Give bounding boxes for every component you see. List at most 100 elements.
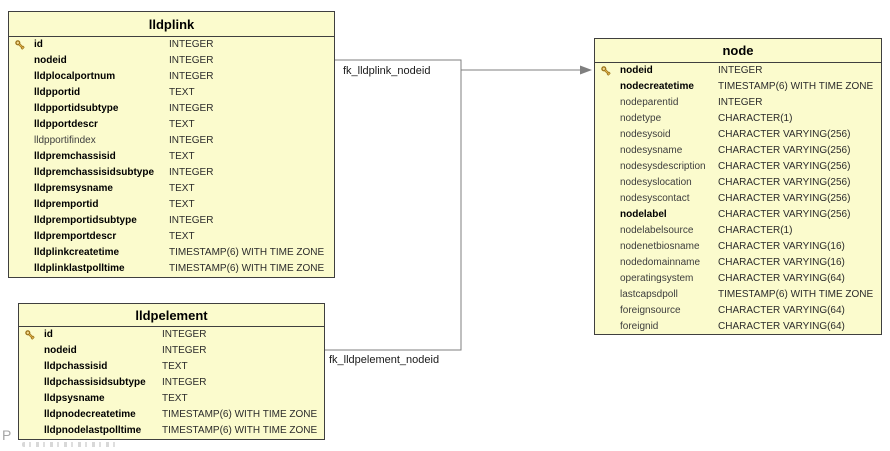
key-icon-spacer [600, 129, 614, 142]
column-name: lldpchassisidsubtype [44, 377, 146, 388]
column-row-operatingsystem: operatingsystem CHARACTER VARYING(64) [595, 271, 881, 287]
column-type: TEXT [169, 199, 195, 210]
column-name: lldpremportid [34, 199, 99, 210]
column-type: INTEGER [718, 65, 763, 76]
column-name: nodeid [44, 345, 77, 356]
column-name: nodenetbiosname [620, 241, 700, 252]
column-name: nodetype [620, 113, 662, 124]
column-type: CHARACTER VARYING(64) [718, 273, 845, 284]
column-name: lldpportid [34, 87, 81, 98]
key-icon-spacer [14, 167, 28, 180]
column-name: id [34, 39, 43, 50]
key-icon-spacer [600, 289, 614, 302]
key-icon-spacer [14, 247, 28, 260]
primary-key-icon [601, 66, 611, 76]
column-name: lldpnodecreatetime [44, 409, 136, 420]
key-icon-spacer [24, 393, 38, 406]
key-icon-spacer [14, 71, 28, 84]
column-name: lldpremportidsubtype [34, 215, 137, 226]
column-name: lldplinkcreatetime [34, 247, 120, 258]
key-icon-spacer [600, 305, 614, 318]
table-title-lldpelement: lldpelement [19, 304, 324, 327]
key-icon-spacer [600, 257, 614, 270]
column-name: lldplocalportnum [34, 71, 116, 82]
key-icon-spacer [600, 145, 614, 158]
column-row-lldpportid: lldpportid TEXT [9, 85, 334, 101]
column-type: TEXT [169, 87, 195, 98]
column-type: CHARACTER VARYING(256) [718, 209, 851, 220]
column-name: lldpnodelastpolltime [44, 425, 142, 436]
column-type: TEXT [169, 151, 195, 162]
column-type: INTEGER [162, 345, 207, 356]
column-type: CHARACTER VARYING(16) [718, 241, 845, 252]
column-type: INTEGER [169, 135, 214, 146]
column-name: lldpremportdescr [34, 231, 117, 242]
column-name: nodesysdescription [620, 161, 706, 172]
column-row-nodenetbiosname: nodenetbiosname CHARACTER VARYING(16) [595, 239, 881, 255]
key-icon-spacer [14, 231, 28, 244]
column-type: INTEGER [162, 329, 207, 340]
column-type: CHARACTER(1) [718, 113, 793, 124]
key-icon-spacer [24, 361, 38, 374]
column-type: CHARACTER VARYING(256) [718, 193, 851, 204]
column-row-lldpremportid: lldpremportid TEXT [9, 197, 334, 213]
key-icon-spacer [24, 345, 38, 358]
primary-key-icon [15, 40, 25, 50]
column-type: TIMESTAMP(6) WITH TIME ZONE [162, 425, 318, 436]
column-name: lldpportdescr [34, 119, 98, 130]
column-name: nodesysoid [620, 129, 671, 140]
key-icon-spacer [600, 177, 614, 190]
column-name: operatingsystem [620, 273, 694, 284]
column-name: nodecreatetime [620, 81, 694, 92]
column-type: TEXT [169, 183, 195, 194]
column-name: nodedomainname [620, 257, 701, 268]
key-icon-spacer [600, 225, 614, 238]
key-icon-spacer [14, 199, 28, 212]
column-type: TEXT [162, 393, 188, 404]
relationship-arrowhead-icon [580, 65, 592, 75]
key-icon-spacer [14, 215, 28, 228]
column-type: TEXT [169, 231, 195, 242]
column-type: CHARACTER(1) [718, 225, 793, 236]
key-icon-spacer [14, 263, 28, 276]
relationship-line-trunk [325, 59, 462, 351]
column-type: INTEGER [169, 215, 214, 226]
column-name: foreignsource [620, 305, 681, 316]
column-type: TIMESTAMP(6) WITH TIME ZONE [169, 263, 325, 274]
column-name: nodeparentid [620, 97, 679, 108]
column-name: lldpsysname [44, 393, 105, 404]
key-icon-spacer [600, 113, 614, 126]
column-type: CHARACTER VARYING(64) [718, 305, 845, 316]
column-row-lldpsysname: lldpsysname TEXT [19, 391, 324, 407]
column-type: CHARACTER VARYING(64) [718, 321, 845, 332]
column-type: CHARACTER VARYING(256) [718, 177, 851, 188]
table-title-lldplink: lldplink [9, 12, 334, 37]
column-row-lldpremportidsubtype: lldpremportidsubtype INTEGER [9, 213, 334, 229]
key-icon-spacer [600, 193, 614, 206]
key-icon-spacer [14, 135, 28, 148]
key-icon-spacer [14, 103, 28, 116]
column-name: nodesyscontact [620, 193, 690, 204]
key-icon-spacer [600, 161, 614, 174]
column-type: INTEGER [169, 167, 214, 178]
